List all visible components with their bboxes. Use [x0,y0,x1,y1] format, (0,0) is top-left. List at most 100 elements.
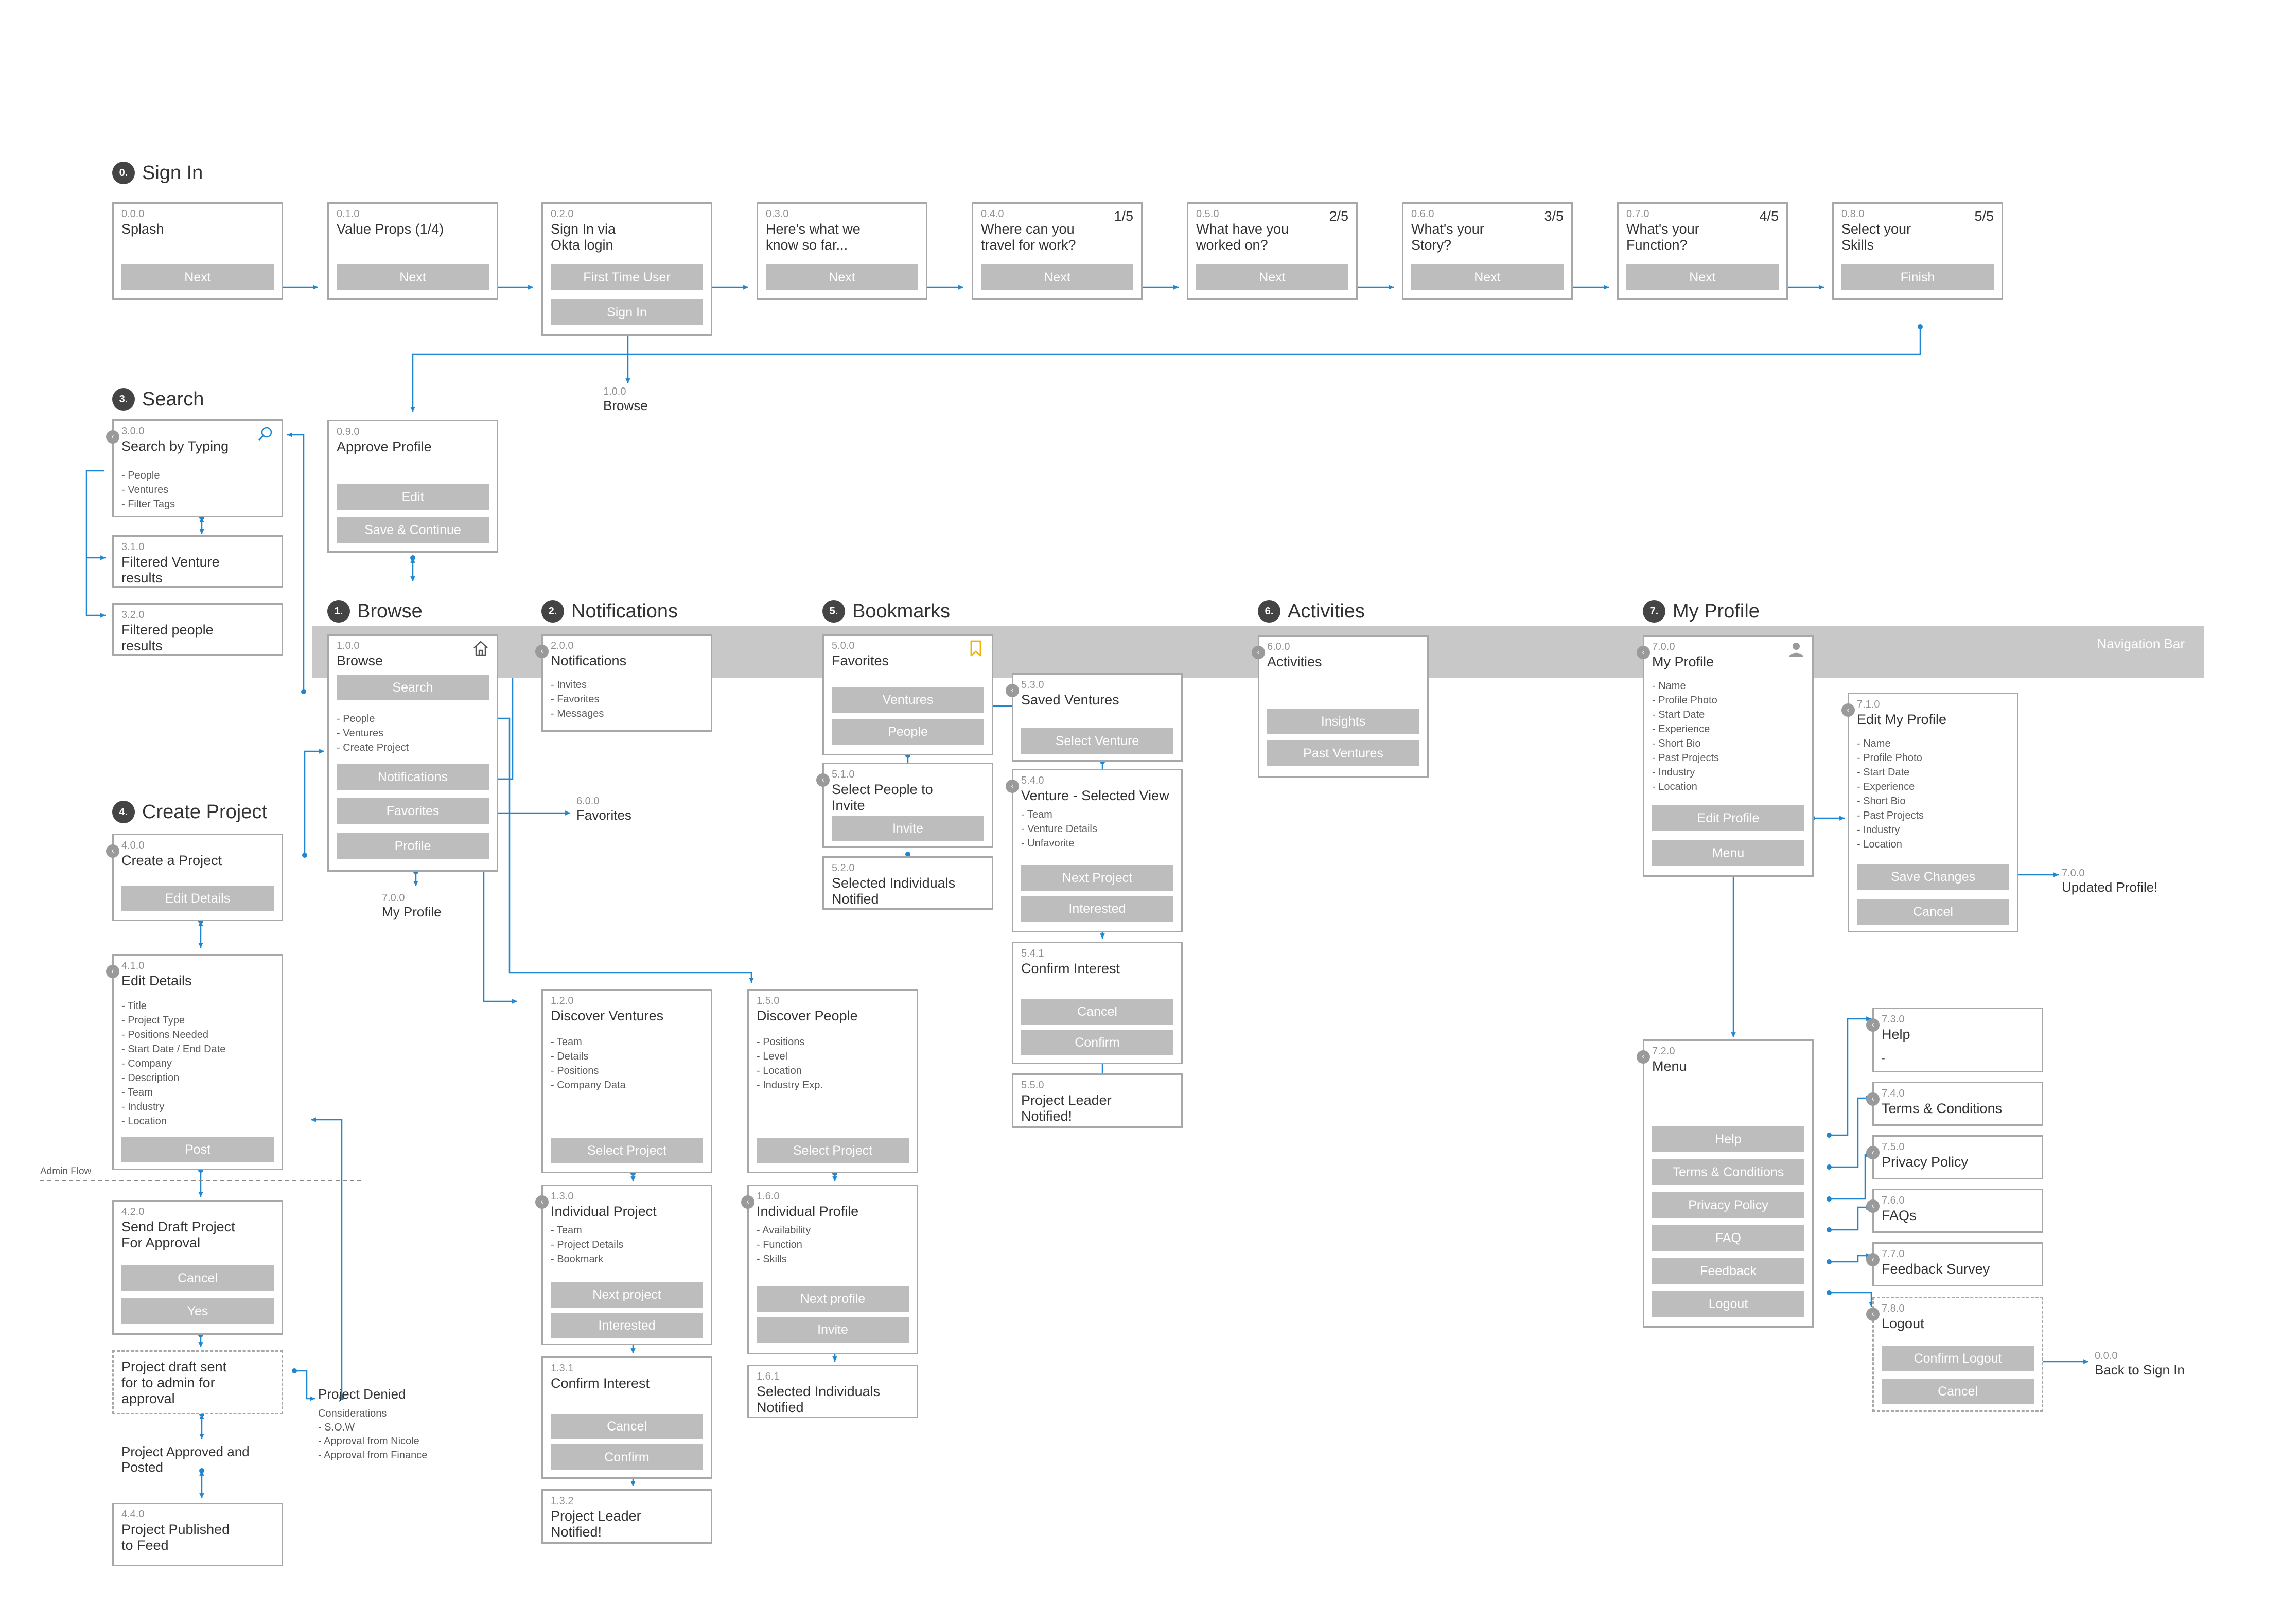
back-arrow-icon[interactable]: ‹ [535,1195,549,1209]
past-ventures-button[interactable]: Past Ventures [1267,740,1419,766]
cancel-button[interactable]: Cancel [121,1265,274,1291]
screen-id: 3.1.0 [121,541,145,553]
confirm-button[interactable]: Confirm [551,1444,703,1470]
save-changes-button[interactable]: Save Changes [1857,864,2009,890]
back-arrow-icon[interactable]: ‹ [1866,1018,1880,1032]
first-time-user-button[interactable]: First Time User [551,264,703,290]
profile-button[interactable]: Profile [337,833,489,859]
label-id: 7.0.0 [382,892,405,904]
next-profile-button[interactable]: Next profile [757,1286,909,1312]
next-button[interactable]: Next [1411,264,1564,290]
interested-button[interactable]: Interested [1021,896,1173,922]
back-arrow-icon[interactable]: ‹ [741,1195,754,1209]
label-approved-posted: Project Approved and Posted [121,1444,250,1475]
edit-profile-button[interactable]: Edit Profile [1652,805,1804,831]
label-id: 0.0.0 [2095,1350,2118,1362]
back-arrow-icon[interactable]: ‹ [106,965,119,978]
screen-title: Saved Ventures [1021,692,1119,708]
back-arrow-icon[interactable]: ‹ [535,645,549,658]
screen-id: 0.2.0 [551,208,574,220]
screen-title: Discover Ventures [551,1008,664,1023]
terms-and-conditions-button[interactable]: Terms & Conditions [1652,1159,1804,1185]
back-arrow-icon[interactable]: ‹ [106,844,119,858]
screen-title: Send Draft Project For Approval [121,1219,235,1250]
sign-in-button[interactable]: Sign In [551,299,703,325]
ventures-button[interactable]: Ventures [832,687,984,713]
menu-button[interactable]: Menu [1652,840,1804,866]
next-button[interactable]: Next [337,264,489,290]
connector-arrowhead [565,810,570,816]
next-button[interactable]: Next [766,264,918,290]
cancel-button[interactable]: Cancel [1021,999,1173,1025]
next-project-button[interactable]: Next Project [1021,865,1173,891]
notifications-button[interactable]: Notifications [337,764,489,790]
cancel-button[interactable]: Cancel [1882,1379,2034,1404]
next-project-button[interactable]: Next project [551,1282,703,1308]
logout-button[interactable]: Logout [1652,1291,1804,1317]
back-arrow-icon[interactable]: ‹ [1866,1146,1880,1159]
screen-title: Here's what we know so far... [766,221,861,253]
connector-line [85,470,106,559]
connector-arrowhead [512,999,517,1004]
back-arrow-icon[interactable]: ‹ [1866,1308,1880,1321]
select-project-button[interactable]: Select Project [757,1138,909,1163]
save-and-continue-button[interactable]: Save & Continue [337,517,489,543]
people-button[interactable]: People [832,719,984,745]
screen-title: Favorites [832,653,889,668]
insights-button[interactable]: Insights [1267,709,1419,734]
section-number: 3. [112,388,135,411]
back-arrow-icon[interactable]: ‹ [1006,684,1019,697]
label-text: Project Approved and Posted [121,1444,250,1475]
select-venture-button[interactable]: Select Venture [1021,728,1173,754]
select-project-button[interactable]: Select Project [551,1138,703,1163]
confirm-button[interactable]: Confirm [1021,1030,1173,1055]
step-indicator: 3/5 [1544,208,1564,224]
back-arrow-icon[interactable]: ‹ [1866,1092,1880,1106]
screen-title: Search by Typing [121,438,229,454]
back-arrow-icon[interactable]: ‹ [1841,703,1855,717]
label-id: 7.0.0 [2062,868,2085,879]
next-button[interactable]: Next [1196,264,1348,290]
feedback-button[interactable]: Feedback [1652,1258,1804,1284]
screen-title: Value Props (1/4) [337,221,444,237]
next-button[interactable]: Next [981,264,1133,290]
back-arrow-icon[interactable]: ‹ [1006,780,1019,793]
connector-arrowhead [198,921,203,926]
back-arrow-icon[interactable]: ‹ [1637,1050,1650,1064]
edit-details-button[interactable]: Edit Details [121,886,274,911]
back-arrow-icon[interactable]: ‹ [1866,1199,1880,1213]
faq-button[interactable]: FAQ [1652,1225,1804,1251]
interested-button[interactable]: Interested [551,1313,703,1338]
section-title: Activities [1288,600,1365,622]
invite-button[interactable]: Invite [832,816,984,841]
screen-title: Edit Details [121,973,192,988]
back-arrow-icon[interactable]: ‹ [1252,646,1265,659]
finish-button[interactable]: Finish [1841,264,1994,290]
next-button[interactable]: Next [121,264,274,290]
edit-button[interactable]: Edit [337,484,489,510]
favorites-button[interactable]: Favorites [337,798,489,824]
back-arrow-icon[interactable]: ‹ [106,430,119,444]
search-button[interactable]: Search [337,675,489,700]
connector-arrowhead [958,285,963,290]
user-icon [1787,641,1805,658]
invite-button[interactable]: Invite [757,1317,909,1343]
help-button[interactable]: Help [1652,1126,1804,1152]
post-button[interactable]: Post [121,1137,274,1162]
cancel-button[interactable]: Cancel [1857,899,2009,925]
cancel-button[interactable]: Cancel [551,1414,703,1439]
screen-title: Project Leader Notified! [1021,1092,1112,1124]
confirm-logout-button[interactable]: Confirm Logout [1882,1346,2034,1371]
back-arrow-icon[interactable]: ‹ [816,773,830,787]
back-arrow-icon[interactable]: ‹ [1637,646,1650,659]
back-arrow-icon[interactable]: ‹ [1866,1253,1880,1266]
privacy-policy-button[interactable]: Privacy Policy [1652,1192,1804,1218]
screen-title: Create a Project [121,853,222,868]
yes-button[interactable]: Yes [121,1298,274,1324]
next-button[interactable]: Next [1626,264,1779,290]
screen-id: 7.8.0 [1882,1303,1905,1314]
screen-id: 7.7.0 [1882,1248,1905,1260]
